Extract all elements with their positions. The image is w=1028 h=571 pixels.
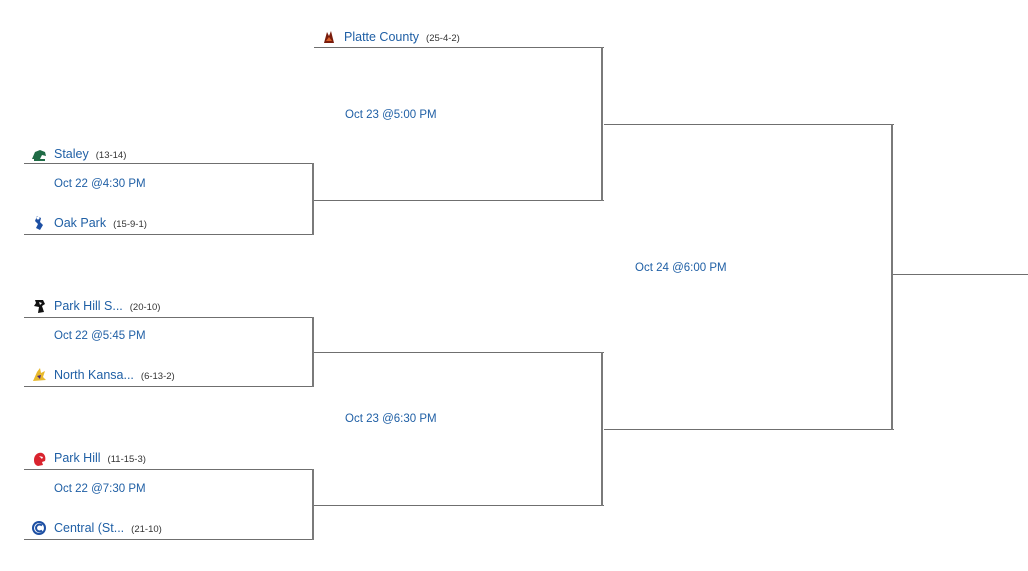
bracket-line	[604, 429, 894, 430]
bracket-line	[893, 274, 1028, 275]
oak-park-logo-icon	[35, 216, 43, 230]
staley-logo-icon	[32, 150, 46, 161]
park-hill-south-logo-icon	[34, 300, 45, 313]
bracket-line	[24, 234, 314, 235]
bracket-line	[604, 124, 894, 125]
team-name[interactable]: North Kansa...	[54, 368, 134, 382]
game-time-link[interactable]: Oct 22 @7:30 PM	[54, 483, 146, 495]
north-kansas-city-logo-icon	[33, 368, 46, 381]
bracket-line	[24, 469, 314, 470]
team-record: (21-10)	[131, 524, 162, 535]
bracket-line	[24, 317, 314, 318]
bracket-line	[314, 352, 604, 353]
bracket-connector	[312, 469, 314, 540]
bracket-connector	[891, 124, 893, 430]
team-platte-county[interactable]: Platte County (25-4-2)	[344, 30, 460, 44]
bracket-line	[314, 200, 604, 201]
team-name[interactable]: Park Hill	[54, 451, 101, 465]
team-name[interactable]: Oak Park	[54, 216, 107, 230]
team-record: (13-14)	[95, 150, 127, 161]
bracket-line	[24, 539, 314, 540]
team-name[interactable]: Platte County	[344, 30, 420, 44]
game-time-link[interactable]: Oct 22 @4:30 PM	[54, 178, 146, 190]
bracket-line	[24, 163, 314, 164]
bracket-connector	[601, 47, 603, 201]
team-record: (11-15-3)	[107, 454, 146, 465]
bracket-line	[314, 505, 604, 506]
team-record: (15-9-1)	[113, 219, 147, 230]
team-park-hill-south[interactable]: Park Hill S... (20-10)	[54, 299, 160, 313]
park-hill-logo-icon	[34, 452, 46, 466]
game-time-link[interactable]: Oct 24 @6:00 PM	[635, 262, 727, 274]
team-oak-park[interactable]: Oak Park (15-9-1)	[54, 216, 147, 230]
team-name[interactable]: Staley	[54, 147, 89, 161]
bracket-line	[314, 47, 604, 48]
team-central[interactable]: Central (St... (21-10)	[54, 521, 162, 535]
team-staley[interactable]: Staley (13-14)	[54, 147, 126, 161]
platte-county-logo-icon	[324, 31, 334, 43]
team-name[interactable]: Central (St...	[54, 521, 125, 535]
bracket-connector	[312, 317, 314, 387]
team-park-hill[interactable]: Park Hill (11-15-3)	[54, 451, 146, 465]
team-north-kansas-city[interactable]: North Kansa... (6-13-2)	[54, 368, 175, 382]
team-record: (6-13-2)	[140, 371, 175, 382]
team-name[interactable]: Park Hill S...	[54, 299, 123, 313]
bracket-line	[24, 386, 314, 387]
game-time-link[interactable]: Oct 23 @6:30 PM	[345, 413, 437, 425]
bracket-connector	[312, 163, 314, 235]
central-logo-icon	[32, 521, 46, 535]
bracket-connector	[601, 352, 603, 506]
game-time-link[interactable]: Oct 23 @5:00 PM	[345, 109, 437, 121]
team-record: (25-4-2)	[426, 33, 460, 44]
game-time-link[interactable]: Oct 22 @5:45 PM	[54, 330, 146, 342]
team-record: (20-10)	[129, 302, 161, 313]
